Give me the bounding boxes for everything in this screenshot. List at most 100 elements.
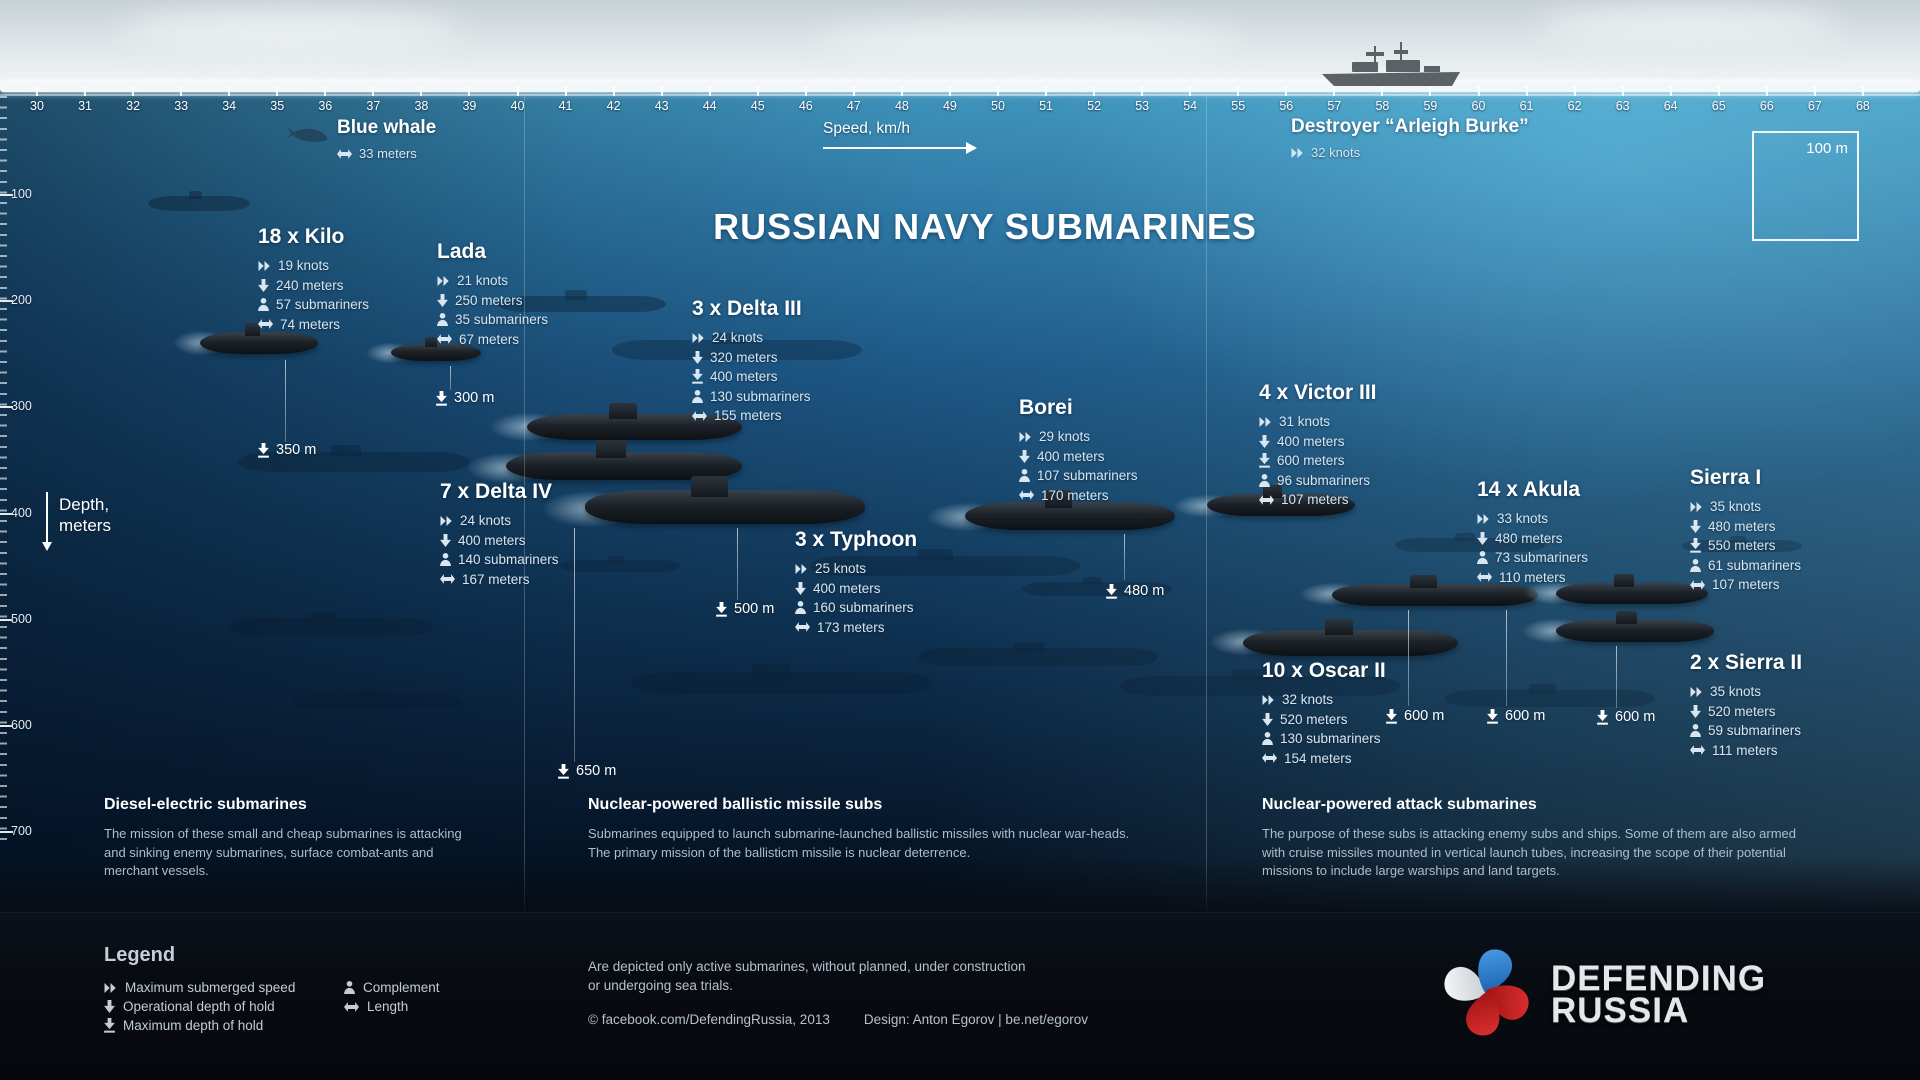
- sub-stat-speed: 31 knots: [1259, 412, 1377, 432]
- sub-stat-crew: 73 submariners: [1477, 548, 1588, 568]
- speed-icon: [1291, 147, 1304, 158]
- ruler-tick: [180, 86, 183, 96]
- section-heading: Nuclear-powered attack submarines: [1262, 796, 1537, 813]
- sub-stat-speed: 24 knots: [692, 328, 811, 348]
- ruler-number: 47: [846, 99, 861, 113]
- length-icon: [337, 148, 352, 159]
- depth-number: 600: [11, 717, 32, 732]
- sub-stat-maxdepth: 600 meters: [1259, 451, 1377, 471]
- sub-stat-crew: 130 submariners: [1262, 729, 1386, 749]
- ruler-number: 32: [126, 99, 141, 113]
- sub-stat-depth: 520 meters: [1690, 702, 1802, 722]
- sub-title: 4 x Victor III: [1259, 381, 1377, 404]
- designer-credit: Design: Anton Egorov | be.net/egorov: [863, 1012, 1088, 1027]
- max-depth-icon: [1487, 708, 1498, 724]
- depth-marker: 600 m: [1597, 709, 1655, 725]
- sub-title: 3 x Typhoon: [795, 528, 918, 551]
- ruler-tick: [1429, 86, 1432, 96]
- ruler-tick: [1765, 86, 1768, 96]
- ruler-number: 54: [1183, 99, 1198, 113]
- destroyer-name: Destroyer “Arleigh Burke”: [1291, 116, 1529, 137]
- ruler-tick: [1621, 86, 1624, 96]
- sub-stat-depth: 250 meters: [437, 291, 548, 311]
- water-surface-line: [0, 94, 1920, 96]
- sub-stat-speed: 29 knots: [1019, 427, 1138, 447]
- blue-whale-length: 33 meters: [359, 146, 417, 161]
- depth-guide-line: [737, 528, 738, 600]
- sub-title: 10 x Oscar II: [1262, 659, 1386, 682]
- oscar2-submarine: [1243, 619, 1458, 656]
- ruler-number: 40: [510, 99, 525, 113]
- ruler-number: 61: [1519, 99, 1534, 113]
- sub-title: Lada: [437, 240, 487, 263]
- sub-title: 14 x Akula: [1477, 478, 1581, 501]
- sub-stat-depth: 320 meters: [692, 348, 811, 368]
- akula-submarine: [1332, 574, 1538, 606]
- sierra1-submarine: [1556, 574, 1708, 604]
- sub-stat-depth: 480 meters: [1690, 517, 1801, 537]
- sub-stat-speed: 35 knots: [1690, 497, 1801, 517]
- sub-stat-maxdepth: 550 meters: [1690, 536, 1801, 556]
- ruler-tick: [132, 86, 135, 96]
- copyright-text: © facebook.com/DefendingRussia, 2013: [588, 1012, 830, 1027]
- ruler-number: 52: [1087, 99, 1102, 113]
- ruler-tick: [852, 86, 855, 96]
- ruler-number: 34: [222, 99, 237, 113]
- ruler-tick: [1189, 86, 1192, 96]
- ruler-tick: [1141, 86, 1144, 96]
- ruler-tick: [1573, 86, 1576, 96]
- ruler-tick: [228, 86, 231, 96]
- sub-title: 7 x Delta IV: [440, 480, 553, 503]
- depth-number: 700: [11, 823, 32, 838]
- ruler-tick: [468, 86, 471, 96]
- ruler-number: 62: [1567, 99, 1582, 113]
- sub-stat-depth: 480 meters: [1477, 529, 1588, 549]
- ruler-tick: [1717, 86, 1720, 96]
- scale-box-label: 100 m: [1806, 140, 1848, 157]
- sub-stat-length: 74 meters: [258, 315, 369, 335]
- ruler-tick: [84, 86, 87, 96]
- sub-stat-length: 167 meters: [440, 570, 559, 590]
- sub-stat-crew: 160 submariners: [795, 598, 917, 618]
- sub-stat-depth: 400 meters: [1259, 432, 1377, 452]
- depth-guide-line: [1506, 610, 1507, 706]
- ruler-tick: [1477, 86, 1480, 96]
- blue-whale-label: Blue whale 33 meters: [337, 117, 436, 164]
- section-attack: Nuclear-powered attack submarines The pu…: [1262, 796, 1802, 881]
- section-divider: [1206, 96, 1207, 912]
- sub-stat-crew: 130 submariners: [692, 387, 811, 407]
- cloud: [1540, 6, 1840, 46]
- ruler-number: 49: [942, 99, 957, 113]
- legend-column-1: Maximum submerged speed Operational dept…: [104, 980, 295, 1033]
- typhoon-submarine: [585, 475, 865, 524]
- max-depth-icon: [558, 763, 569, 779]
- ruler-tick: [276, 86, 279, 96]
- max-depth-icon: [1597, 709, 1608, 725]
- sub-stat-crew: 57 submariners: [258, 295, 369, 315]
- ruler-number: 33: [174, 99, 189, 113]
- sub-stat-maxdepth: 400 meters: [692, 367, 811, 387]
- ruler-tick: [708, 86, 711, 96]
- delta3-submarine: [527, 403, 742, 440]
- depth-marker: 600 m: [1487, 708, 1545, 724]
- section-body: Submarines equipped to launch submarine-…: [588, 826, 1130, 860]
- cloud: [820, 22, 1240, 60]
- sub-stat-depth: 520 meters: [1262, 710, 1386, 730]
- sub-stat-speed: 21 knots: [437, 271, 548, 291]
- ruler-number: 57: [1327, 99, 1342, 113]
- legend-item: Maximum submerged speed: [104, 980, 295, 995]
- operational-depth-icon: [104, 1000, 115, 1013]
- legend-item: Complement: [344, 980, 440, 995]
- footer-note: Are depicted only active submarines, wit…: [588, 959, 1026, 993]
- sub-stat-length: 155 meters: [692, 406, 811, 426]
- ruler-tick: [1381, 86, 1384, 96]
- ruler-number: 45: [750, 99, 765, 113]
- ruler-tick: [36, 86, 38, 96]
- depth-number: 200: [11, 293, 32, 308]
- section-heading: Diesel-electric submarines: [104, 796, 307, 813]
